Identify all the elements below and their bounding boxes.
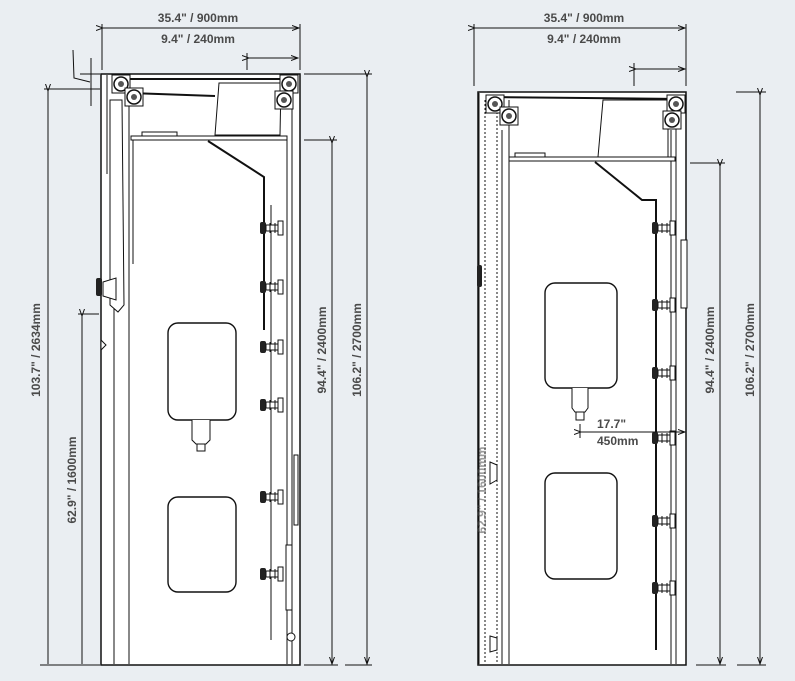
right-depth-dimension: 9.4" / 240mm — [547, 32, 685, 86]
left-spout — [191, 420, 211, 445]
left-inner-height-dimension: 94.4" / 2400mm — [304, 140, 338, 666]
left-lower-panel — [167, 496, 237, 593]
left-total-height-dimension: 103.7" / 2634mm — [29, 91, 100, 666]
left-inner-height-label: 94.4" / 2400mm — [315, 306, 329, 393]
right-cabinet-internals: 62.9" / 1600mm — [475, 93, 688, 664]
right-outer-height-label: 106.2" / 2700mm — [743, 303, 757, 397]
right-reach-label-in: 17.7" — [597, 417, 626, 431]
left-lower-height-dimension: 62.9" / 1600mm — [65, 314, 99, 664]
right-reach-label-mm: 450mm — [597, 434, 638, 448]
right-outer-height-dimension: 106.2" / 2700mm — [736, 92, 766, 666]
right-spout — [571, 388, 589, 413]
right-width-label: 35.4" / 900mm — [544, 11, 624, 25]
left-width-label: 35.4" / 900mm — [158, 11, 238, 25]
right-inner-height-dimension: 94.4" / 2400mm — [690, 163, 726, 666]
left-offset-dimension — [44, 49, 100, 106]
left-shower-head-housing — [214, 82, 282, 136]
left-view: 35.4" / 900mm 9.4" / 240mm 103.7" / 2634… — [29, 11, 372, 666]
right-depth-label: 9.4" / 240mm — [547, 32, 621, 46]
left-cabinet-internals — [96, 74, 299, 664]
left-depth-label: 9.4" / 240mm — [161, 32, 235, 46]
left-total-height-label: 103.7" / 2634mm — [29, 303, 43, 397]
right-width-dimension: 35.4" / 900mm — [474, 11, 687, 86]
left-depth-dimension: 9.4" / 240mm — [161, 32, 298, 70]
right-upper-panel — [544, 282, 618, 389]
right-lower-panel — [544, 472, 618, 580]
right-reach-dimension: 17.7" 450mm — [580, 417, 685, 448]
left-outer-height-label: 106.2" / 2700mm — [350, 303, 364, 397]
left-upper-panel — [167, 322, 237, 421]
right-inner-height-label: 94.4" / 2400mm — [703, 306, 717, 393]
right-shower-head-housing — [597, 99, 669, 158]
right-view: 35.4" / 900mm 9.4" / 240mm 94.4" / 2400m… — [474, 11, 766, 666]
right-faded-height-label: 62.9" / 1600mm — [475, 446, 489, 533]
left-width-dimension: 35.4" / 900mm — [102, 11, 301, 70]
left-lower-height-label: 62.9" / 1600mm — [65, 436, 79, 523]
left-outer-height-dimension: 106.2" / 2700mm — [304, 74, 372, 666]
